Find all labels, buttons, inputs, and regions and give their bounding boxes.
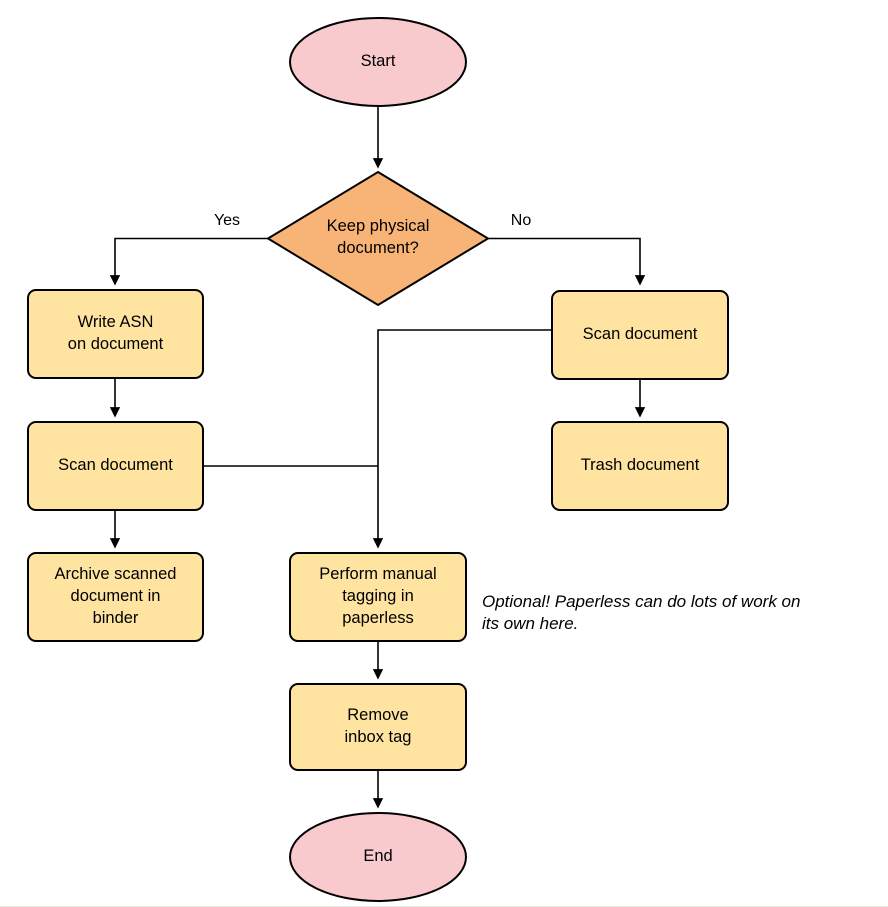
edge-decision-yes (109, 237, 268, 286)
edge-decision-no (488, 237, 646, 286)
end-node-shape (289, 812, 467, 902)
write-asn-node-shape (27, 289, 204, 379)
tagging-node-shape (289, 552, 467, 642)
remove-inbox-node-shape (289, 683, 467, 771)
decision-node-shape (266, 170, 490, 307)
trash-node-shape (551, 421, 729, 511)
edge-scanright-to-tagging (372, 329, 552, 549)
scan-right-node-shape (551, 290, 729, 380)
start-node-shape (289, 17, 467, 107)
edges (109, 106, 646, 809)
scan-left-node-shape (27, 421, 204, 511)
nodes (27, 17, 729, 902)
archive-node-shape (27, 552, 204, 642)
